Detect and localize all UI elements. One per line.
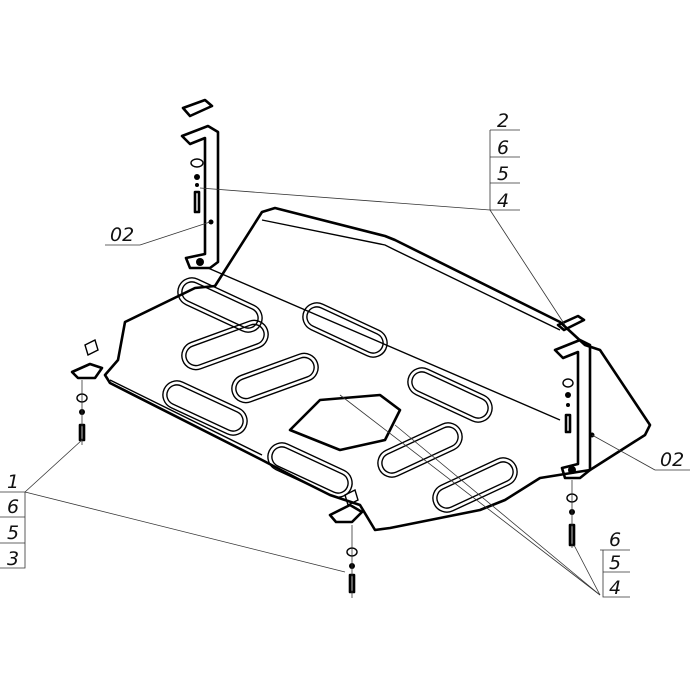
callout-left: 1 6 5 3 — [0, 471, 26, 570]
fasteners — [76, 380, 578, 598]
callout-bottom-right: 6 5 4 — [602, 529, 630, 599]
callout-label: 5 — [7, 522, 19, 544]
callout-label: 3 — [7, 548, 19, 570]
callout-label: 5 — [609, 552, 621, 574]
callout-label: 4 — [497, 190, 509, 212]
bracket-right — [553, 314, 595, 480]
callout-label: 6 — [497, 137, 509, 159]
callout-label: 4 — [609, 577, 621, 599]
skid-plate — [70, 206, 652, 532]
callout-label: 5 — [497, 163, 509, 185]
plate-ribs — [162, 277, 518, 513]
callout-top-right: 2 6 5 4 — [489, 110, 520, 212]
left-flange — [70, 362, 104, 380]
callout-label: 6 — [609, 529, 621, 551]
bracket-left — [180, 98, 220, 270]
callout-label: 2 — [497, 110, 509, 132]
part-label-bracket-right: 02 — [660, 449, 684, 471]
callout-label: 6 — [7, 496, 19, 518]
part-label-bracket-left: 02 — [110, 224, 134, 246]
callout-label: 1 — [7, 471, 19, 493]
leader-lines — [0, 129, 690, 596]
